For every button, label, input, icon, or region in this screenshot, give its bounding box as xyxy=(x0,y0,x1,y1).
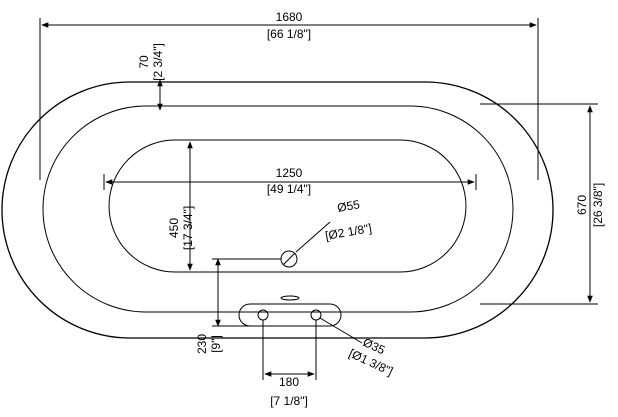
basin-length-mm-label: 1250 xyxy=(276,166,303,180)
drain-dia-mm-label: Ø55 xyxy=(336,197,361,215)
faucet-deck xyxy=(238,303,342,327)
width-in-label: [26 3/8"] xyxy=(591,183,605,227)
offset-mm-label: 230 xyxy=(195,334,209,354)
spacing-in-label: [7 1/8"] xyxy=(270,394,308,408)
width-mm-label: 670 xyxy=(575,195,589,215)
rim-in-label: [2 3/4"] xyxy=(151,43,165,81)
tub-rim-inner-outline xyxy=(42,105,514,313)
offset-in-label: [9"] xyxy=(209,335,223,353)
tub-basin-outline xyxy=(108,139,467,273)
drain-dia-in-label: [Ø2 1/8"] xyxy=(324,221,373,243)
length-mm-label: 1680 xyxy=(276,10,303,24)
basin-width-mm-label: 450 xyxy=(167,218,181,238)
rim-mm-label: 70 xyxy=(137,55,151,69)
length-in-label: [66 1/8"] xyxy=(267,27,311,41)
spacing-mm-label: 180 xyxy=(279,375,299,389)
faucet-hole-leader xyxy=(319,317,363,344)
tub-outer-outline xyxy=(1,81,554,339)
drain-leader xyxy=(295,221,331,253)
overflow-slot xyxy=(280,295,300,301)
basin-length-in-label: [49 1/4"] xyxy=(267,182,311,196)
basin-width-in-label: [17 3/4"] xyxy=(181,206,195,250)
drain-cross-line xyxy=(282,252,296,266)
